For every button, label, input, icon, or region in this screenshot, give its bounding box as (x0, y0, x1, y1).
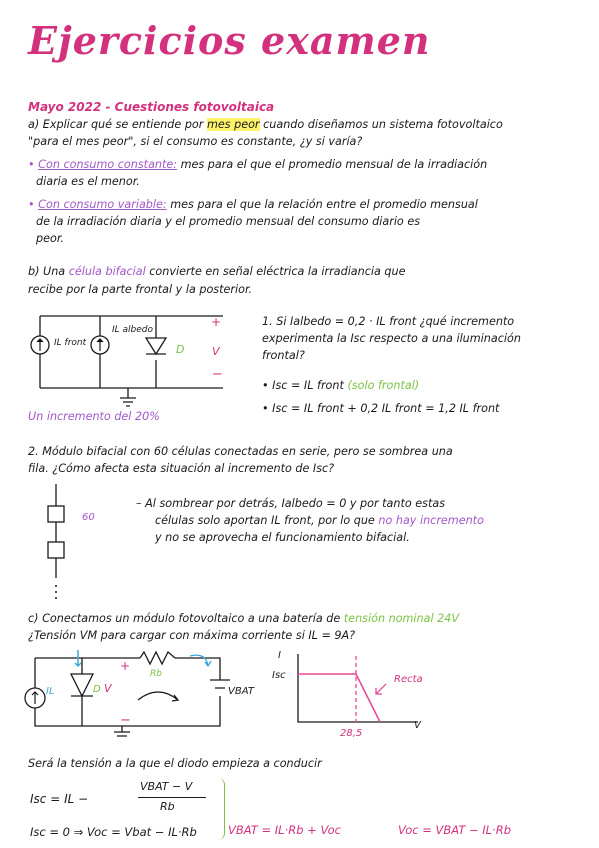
question-c-line1: c) Conectamos un módulo fotovoltaico a u… (28, 612, 459, 625)
question-b1-line1: 1. Si Ialbedo = 0,2 · IL front ¿qué incr… (262, 315, 515, 328)
answer-a-bullet1-line2: diaria es el menor. (36, 175, 140, 188)
circuit-bifacial-cell: IL front IL albedo D + V − (30, 315, 223, 407)
label-v: V (212, 345, 221, 358)
equation-isc-lhs: Isc = IL − (30, 792, 89, 806)
question-a-text-end: cuando diseñamos un sistema fotovoltaico (259, 118, 503, 131)
cell-icon (47, 541, 65, 559)
iv-graph: I Isc V 28,5 Recta (272, 650, 423, 739)
question-b-text-end: convierte en señal eléctrica la irradian… (145, 265, 406, 278)
label-consumo-variable: Con consumo variable: (38, 198, 167, 211)
label-plus: + (211, 315, 221, 329)
recta-label: Recta (394, 674, 423, 685)
bullet-dot: • (28, 158, 39, 171)
answer-b1-line1: • Isc = IL front (solo frontal) (262, 379, 419, 392)
bullet-dot: • (262, 402, 273, 415)
answer-a-bullet2: • Con consumo variable: mes para el que … (28, 198, 478, 211)
page-title: Ejercicios examen (28, 18, 431, 63)
answer-b1-text: Isc = IL front (272, 379, 348, 392)
label-diode: D (176, 343, 184, 356)
battery-icon (210, 679, 230, 689)
answer-b1-line2: • Isc = IL front + 0,2 IL front = 1,2 IL… (262, 402, 499, 415)
answer-a-bullet2-line2: de la irradiación diaria y el promedio m… (36, 215, 421, 228)
answer-c-line1: Será la tensión a la que el diodo empiez… (28, 757, 322, 770)
circuit-pv-battery: IL D V + − Rb VBAT (24, 650, 255, 737)
highlight-celula-bifacial: célula bifacial (68, 265, 146, 278)
diode-icon (69, 673, 95, 698)
loop-arrow-icon (189, 654, 212, 668)
bullet-dot: • (28, 198, 39, 211)
bullet-dot: • (262, 379, 273, 392)
label-rb: Rb (150, 669, 162, 679)
answer-b2-line3: y no se aprovecha el funcionamiento bifa… (155, 531, 410, 544)
increment-result: Un incremento del 20% (28, 410, 160, 423)
answer-a-bullet1-text: mes para el que el promedio mensual de l… (177, 158, 488, 171)
loop-current-icon (137, 691, 180, 702)
question-b2-line2: fila. ¿Cómo afecta esta situación al inc… (28, 462, 335, 475)
label-v: V (104, 682, 113, 695)
label-il: IL (46, 686, 55, 697)
equation-vbat: VBAT = IL·Rb + Voc (228, 823, 342, 837)
equation-numerator: VBAT − V (140, 780, 193, 793)
value-28-5: 28,5 (340, 728, 362, 739)
answer-a-bullet2-text: mes para el que la relación entre el pro… (166, 198, 478, 211)
question-b1-line3: frontal? (262, 349, 305, 362)
resistor-icon (139, 650, 176, 666)
highlight-no-incremento: no hay incremento (378, 514, 484, 527)
label-consumo-constante: Con consumo constante: (38, 158, 178, 171)
answer-b1-formula: Isc = IL front + 0,2 IL front = 1,2 IL f… (272, 402, 500, 415)
label-60-cells: 60 (82, 512, 95, 523)
arrow-icon (375, 683, 387, 695)
answer-b2-line2: células solo aportan IL front, por lo qu… (155, 514, 484, 527)
highlight-mes-peor: mes peor (206, 118, 260, 131)
label-plus: + (120, 659, 130, 673)
dash-mark: – (136, 497, 146, 510)
equation-denominator: Rb (160, 800, 175, 813)
series-cells-diagram: 60 (47, 484, 95, 599)
section-title: Mayo 2022 - Cuestiones fotovoltaica (28, 100, 275, 114)
question-b-line2: recibe por la parte frontal y la posteri… (28, 283, 253, 296)
green-bracket (218, 778, 225, 840)
question-a-line2: "para el mes peor", si el consumo es con… (28, 135, 363, 148)
label-il-albedo: IL albedo (112, 325, 154, 335)
question-b-line1: b) Una célula bifacial convierte en seña… (28, 265, 406, 278)
current-arrow-icon (74, 650, 82, 668)
iv-curve (298, 673, 381, 723)
fraction-bar (138, 797, 206, 798)
question-b1-line2: experimenta la Isc respecto a una ilumin… (262, 332, 521, 345)
question-a-text: a) Explicar qué se entiende por (28, 118, 207, 131)
answer-b2-line1: – Al sombrear por detrás, Ialbedo = 0 y … (136, 497, 445, 510)
question-c-text: c) Conectamos un módulo fotovoltaico a u… (28, 612, 344, 625)
axis-v-label: V (414, 720, 422, 731)
label-diode: D (93, 684, 101, 695)
isc-label: Isc (272, 670, 286, 681)
label-vbat: VBAT (228, 686, 255, 697)
label-il-front: IL front (54, 338, 87, 348)
equation-voc: Voc = VBAT − IL·Rb (398, 823, 512, 837)
current-source-front-icon (30, 335, 50, 355)
question-c-line2: ¿Tensión VM para cargar con máxima corri… (28, 629, 356, 642)
ground-icon (120, 388, 136, 407)
question-b2-line1: 2. Módulo bifacial con 60 células conect… (28, 445, 453, 458)
answer-b2-text: Al sombrear por detrás, Ialbedo = 0 y po… (145, 497, 446, 510)
equation-isc-zero: Isc = 0 ⇒ Voc = Vbat − IL·Rb (30, 825, 197, 839)
question-a-line1: a) Explicar qué se entiende por mes peor… (28, 118, 503, 131)
question-b-text: b) Una (28, 265, 69, 278)
cell-icon (47, 505, 65, 523)
label-minus: − (120, 713, 131, 728)
axis-i-label: I (278, 650, 281, 661)
answer-a-bullet1: • Con consumo constante: mes para el que… (28, 158, 487, 171)
current-source-icon (24, 687, 46, 709)
answer-b1-note: (solo frontal) (347, 379, 420, 392)
answer-b2-text-2: células solo aportan IL front, por lo qu… (155, 514, 379, 527)
answer-a-bullet2-line3: peor. (36, 232, 64, 245)
highlight-tension-nominal: tensión nominal 24V (343, 612, 460, 625)
diode-icon (144, 337, 168, 356)
current-source-albedo-icon (90, 335, 110, 355)
label-minus: − (212, 367, 223, 382)
